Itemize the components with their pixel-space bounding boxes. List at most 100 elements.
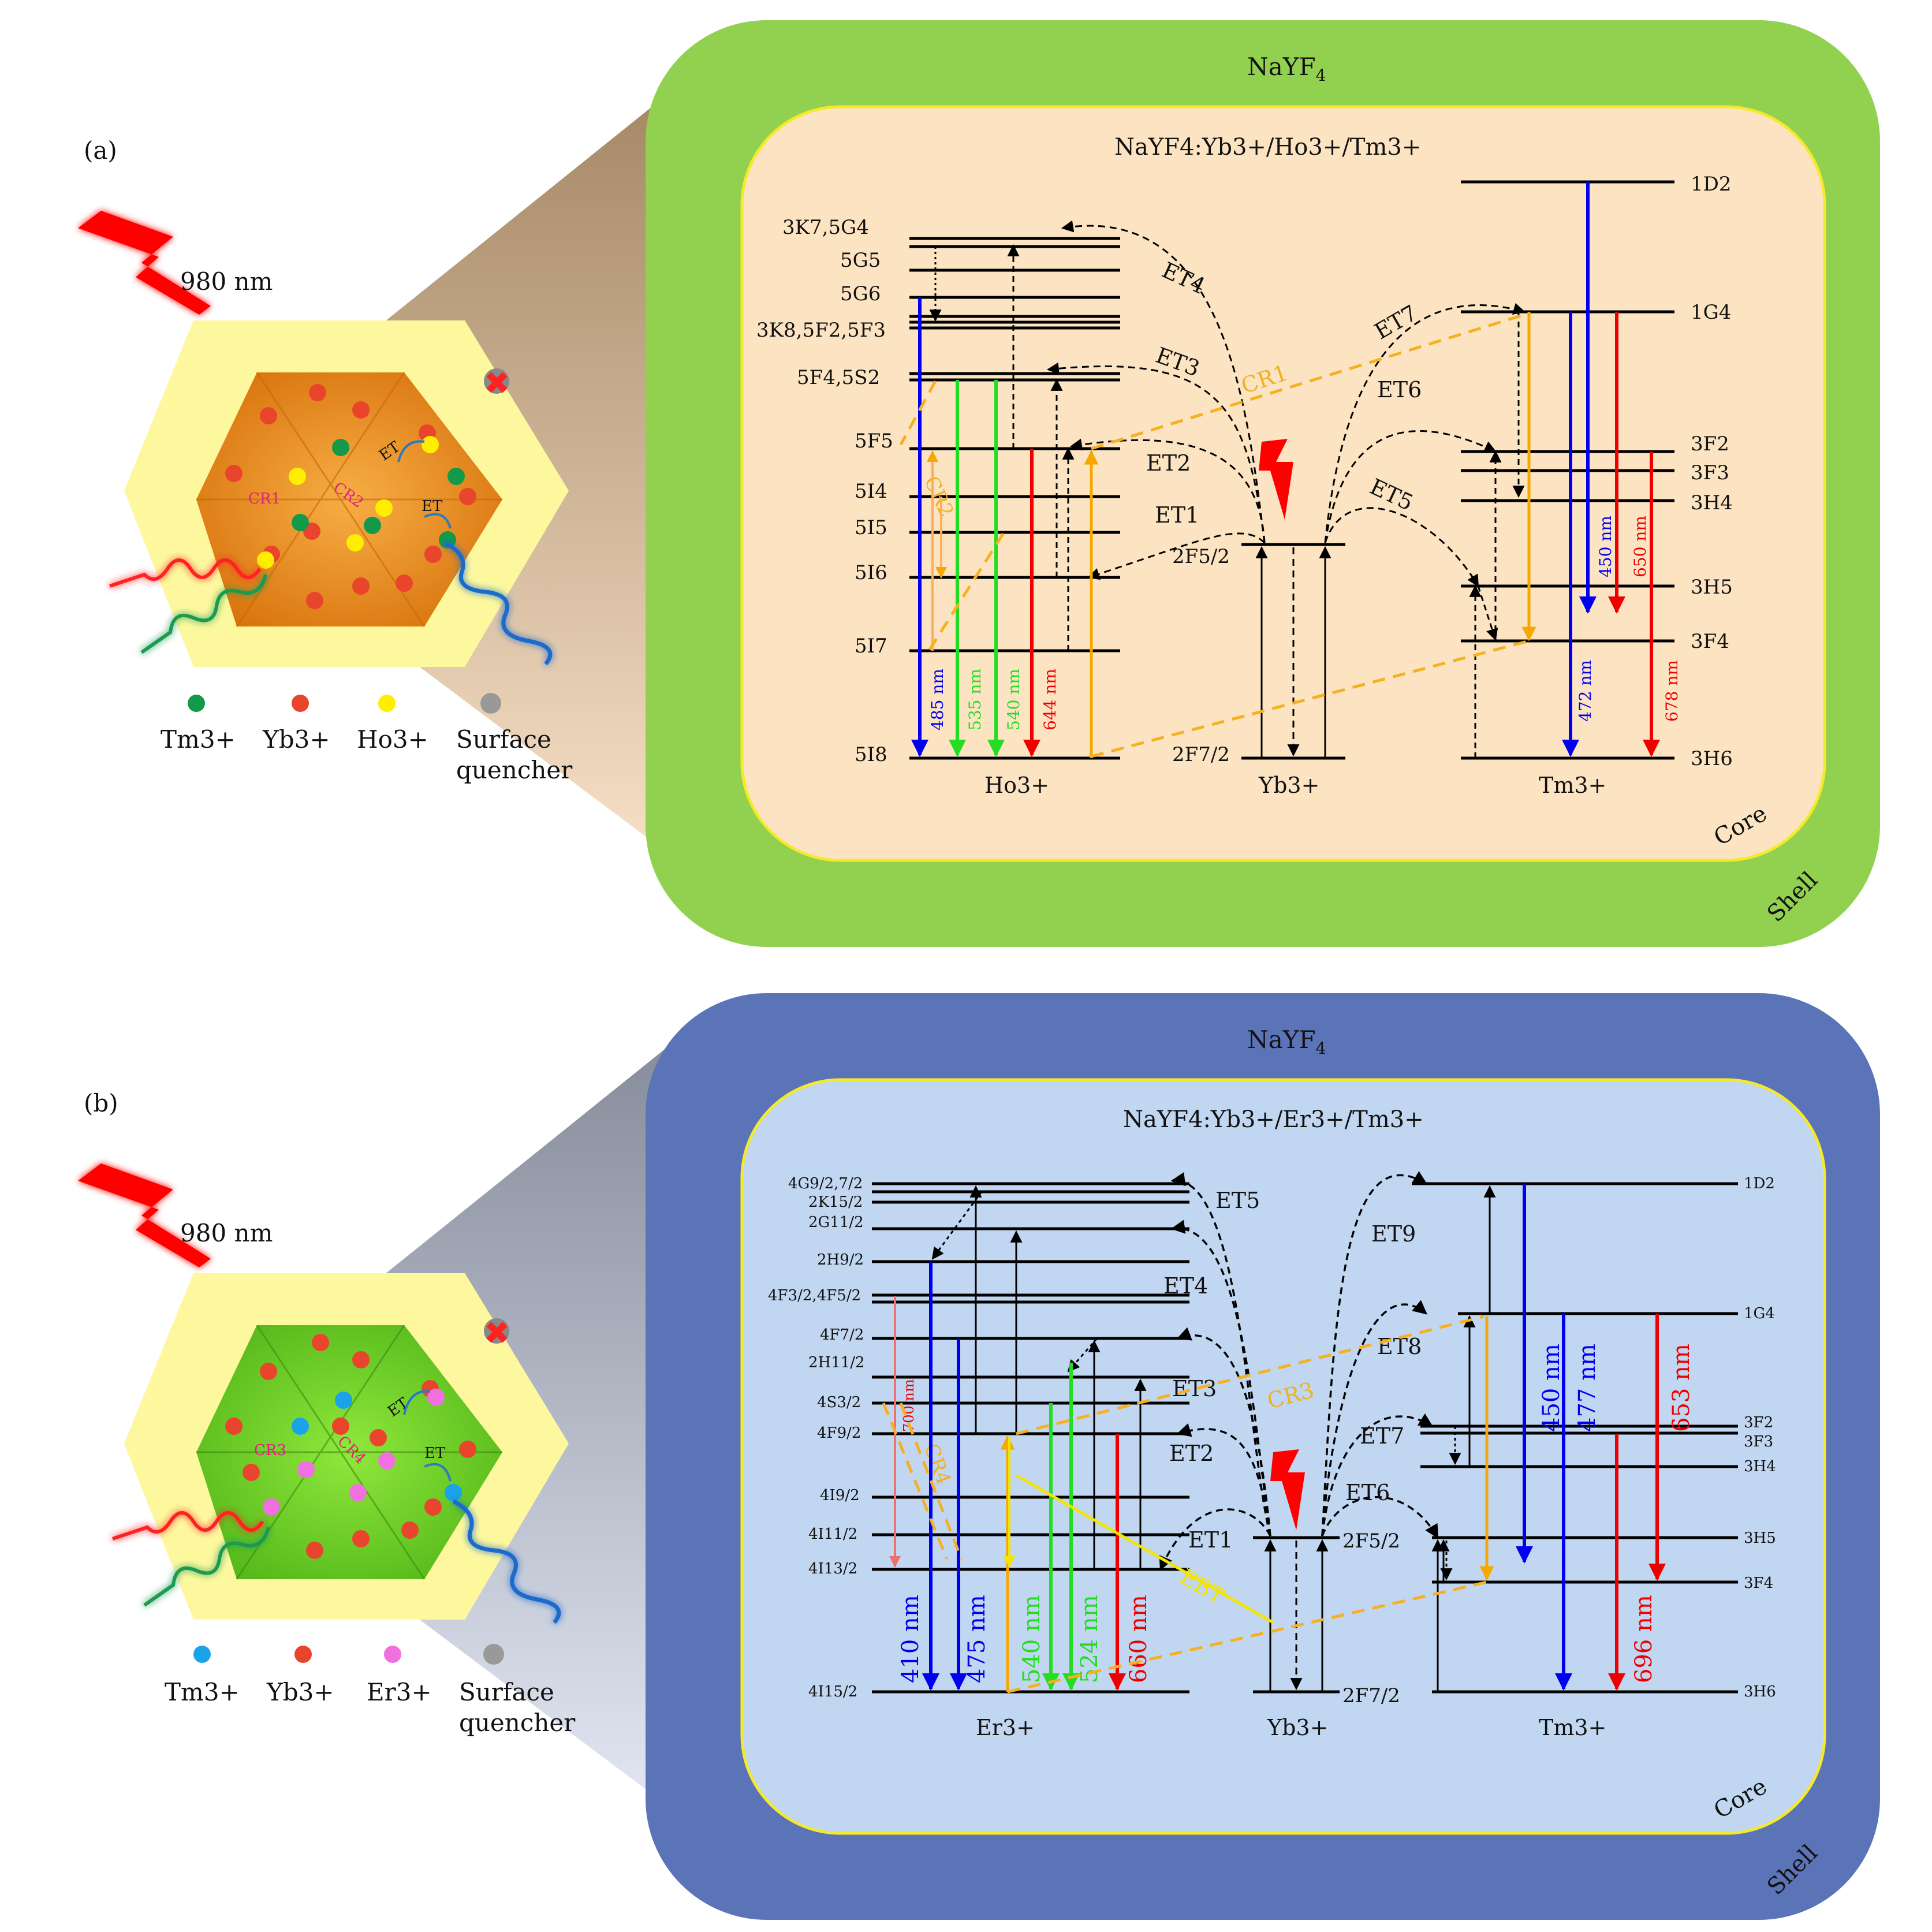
em-475: 475 nm	[964, 1595, 990, 1683]
ho-level-5i7: 5I7	[855, 635, 887, 658]
em-450-b: 450 nm	[1538, 1344, 1565, 1432]
em-535: 535 nm	[965, 669, 984, 730]
transfer-et2-b: ET2	[1169, 1441, 1214, 1466]
ion-yb-a: Yb3+	[1258, 773, 1319, 798]
shell-material-a: NaYF4	[1247, 53, 1326, 85]
yb-level-2f52-b: 2F5/2	[1342, 1530, 1400, 1553]
ion-tm-a: Tm3+	[1539, 773, 1606, 798]
red-emission-icon	[109, 558, 262, 588]
ho-level-5i8: 5I8	[855, 743, 887, 766]
legend-yb: Yb3+	[262, 725, 330, 754]
tm-level-3f3-b: 3F3	[1744, 1433, 1773, 1450]
legend-surface: Surface	[456, 725, 551, 754]
blocked-icon-b: ✖	[484, 1315, 510, 1351]
transfer-et3-b: ET3	[1172, 1376, 1217, 1401]
em-644: 644 nm	[1040, 669, 1060, 730]
transfer-et1-b: ET1	[1188, 1527, 1233, 1553]
transfer-et7-b: ET7	[1360, 1423, 1404, 1449]
er-level-4i13: 4I13/2	[808, 1560, 857, 1577]
ho-level-3k8: 3K8,5F2,5F3	[756, 319, 886, 342]
er-level-4f7: 4F7/2	[820, 1326, 864, 1344]
er-level-4f9: 4F9/2	[817, 1424, 861, 1442]
legend-er: Er3+	[367, 1678, 432, 1706]
tm-level-3h4-b: 3H4	[1744, 1458, 1776, 1475]
blocked-icon: ✖	[484, 365, 510, 401]
tm-levels-b	[1412, 1182, 1738, 1694]
em-540: 540 nm	[1004, 669, 1023, 730]
legend-b: Tm3+ Yb3+ Er3+ Surface quencher	[165, 1644, 576, 1737]
hex-label-cr1: CR1	[248, 490, 281, 508]
er-level-4i11: 4I11/2	[808, 1526, 857, 1543]
transfer-et5-b: ET5	[1215, 1188, 1260, 1213]
tm-level-3f4-b: 3F4	[1744, 1575, 1773, 1592]
legend-surface-b: Surface	[459, 1678, 554, 1706]
transfer-et4-b: ET4	[1163, 1273, 1208, 1299]
excitation-label-a: 980 nm	[180, 267, 273, 296]
hex-label-et2: ET	[422, 498, 443, 515]
transfer-et9-b: ET9	[1371, 1221, 1416, 1247]
er-level-4s3: 4S3/2	[817, 1394, 861, 1411]
em-524: 524 nm	[1076, 1595, 1103, 1683]
ion-yb-b: Yb3+	[1267, 1715, 1328, 1740]
ion-er: Er3+	[976, 1715, 1035, 1740]
shell-material-b: NaYF4	[1247, 1025, 1326, 1058]
yb-excitation-bolt-a	[1259, 439, 1293, 520]
ho-level-5g5: 5G5	[840, 249, 881, 272]
ho-level-5f4: 5F4,5S2	[797, 366, 880, 389]
tm-level-3h5-a: 3H5	[1691, 576, 1733, 599]
em-650: 650 nm	[1631, 516, 1650, 577]
tm-level-labels-b: 1D2 1G4 3F2 3F3 3H4 3H5 3F4 3H6	[1744, 1175, 1776, 1700]
em-410: 410 nm	[897, 1595, 924, 1683]
core-formula-b: NaYF4:Yb3+/Er3+/Tm3+	[1123, 1106, 1424, 1133]
surface-quencher-icon	[484, 368, 509, 394]
er-level-4g9: 4G9/2,7/2	[788, 1175, 863, 1192]
legend-tm-b: Tm3+	[165, 1678, 240, 1706]
em-485: 485 nm	[928, 669, 947, 730]
er-level-2h11: 2H11/2	[808, 1354, 865, 1371]
panel-b-label: (b)	[84, 1089, 118, 1117]
panel-a: (a) 980 nm CR1 CR2 ET	[78, 20, 1880, 947]
panel-b: (b) 980 nm CR3 CR4 ET ET	[78, 993, 1880, 1920]
lightning-icon-b	[78, 1163, 211, 1267]
hex-label-cr3: CR3	[254, 1442, 286, 1459]
yb-levels-a	[1241, 543, 1345, 760]
transfer-et2-a: ET2	[1146, 450, 1191, 476]
legend-yb-b: Yb3+	[266, 1678, 334, 1706]
tm-level-1d2-a: 1D2	[1691, 173, 1732, 196]
er-levels	[872, 1182, 1189, 1694]
legend-quencher-b: quencher	[459, 1709, 576, 1737]
tm-level-3f3-a: 3F3	[1691, 461, 1729, 484]
tm-level-3h6-b: 3H6	[1744, 1683, 1776, 1700]
ho-level-5i5: 5I5	[855, 516, 887, 539]
green-emission-icon-b	[143, 1527, 270, 1607]
transfer-et8-b: ET8	[1377, 1334, 1422, 1359]
green-emission-icon	[140, 574, 267, 654]
transfer-et6-b: ET6	[1345, 1480, 1390, 1505]
er-level-2h9: 2H9/2	[817, 1251, 864, 1269]
yb-excitation-bolt-b	[1270, 1449, 1305, 1530]
tm-levels-a	[1461, 180, 1674, 760]
ebt-line	[1015, 1474, 1274, 1624]
ho-level-5i6: 5I6	[855, 561, 887, 584]
er-level-4i15: 4I15/2	[808, 1683, 857, 1700]
ion-ho: Ho3+	[984, 773, 1049, 798]
tm-level-3h5-b: 3H5	[1744, 1530, 1776, 1547]
tm-level-1g4-b: 1G4	[1744, 1305, 1775, 1322]
tm-level-1g4-a: 1G4	[1691, 301, 1731, 324]
ho-levels	[909, 237, 1120, 760]
ho-level-labels: 3K7,5G4 5G5 5G6 3K8,5F2,5F3 5F4,5S2 5F5 …	[756, 216, 893, 766]
yb-levels-b	[1253, 1536, 1340, 1694]
legend-a: Tm3+ Yb3+ Ho3+ Surface quencher	[161, 693, 573, 784]
tm-level-3h6-a: 3H6	[1691, 747, 1733, 770]
red-emission-icon-b	[112, 1511, 264, 1541]
dopant-dots-b	[225, 1334, 476, 1559]
dopant-dots-a	[225, 384, 476, 609]
er-level-2g11: 2G11/2	[808, 1214, 864, 1231]
yb-level-2f52-a: 2F5/2	[1172, 545, 1230, 568]
em-696: 696 nm	[1631, 1595, 1657, 1683]
transfer-et6-a: ET6	[1377, 377, 1422, 402]
legend-tm: Tm3+	[161, 725, 236, 754]
tm-level-1d2-b: 1D2	[1744, 1175, 1775, 1192]
ho-level-5i4: 5I4	[855, 480, 887, 503]
